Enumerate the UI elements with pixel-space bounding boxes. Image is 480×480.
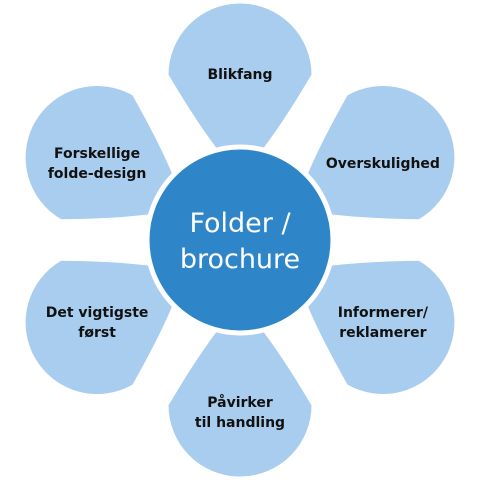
center-circle	[144, 144, 336, 336]
petal-shapes	[22, 0, 458, 480]
petal-label-informerer-reklamerer: Informerer/ reklamerer	[337, 304, 429, 341]
petal-label-paavirker-til-handling: Påvirker til handling	[194, 395, 286, 431]
petal-label-overskulighed: Overskulighed	[325, 155, 440, 172]
center-label: Folder / brochure	[179, 208, 301, 275]
petal-label-det-vigtigste-foerst: Det vigtigste først	[45, 304, 149, 341]
petal-label-forskellige-folde-design: Forskellige folde-design	[47, 145, 147, 182]
petal-label-blikfang: Blikfang	[207, 67, 273, 83]
